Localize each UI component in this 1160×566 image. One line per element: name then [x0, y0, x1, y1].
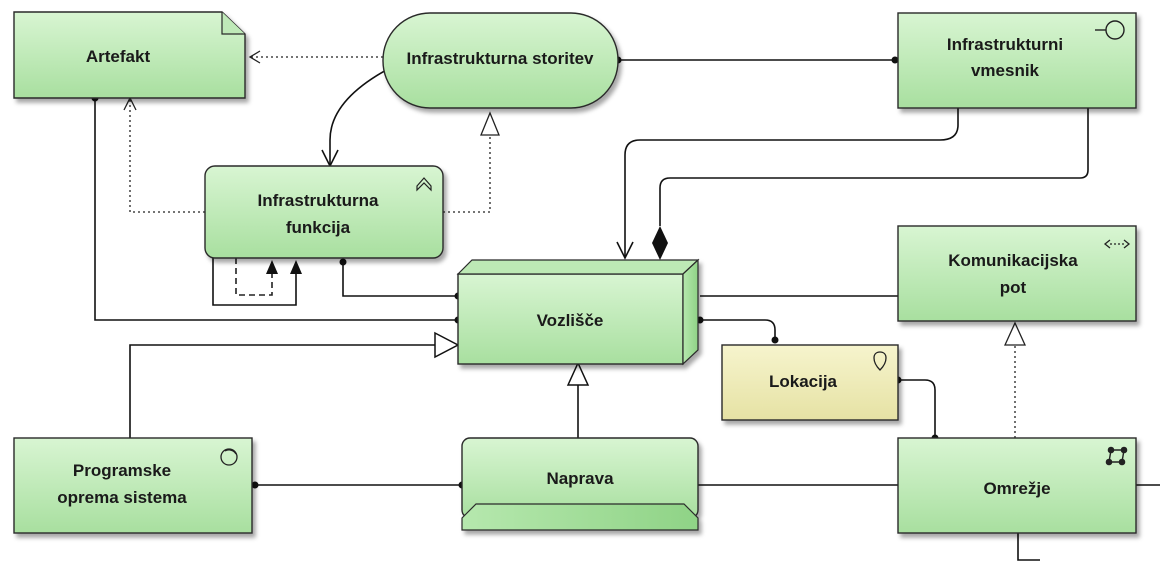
node-lokacija[interactable] [721, 344, 899, 421]
node-omrezje[interactable] [897, 437, 1137, 534]
location-pin-icon [873, 351, 887, 371]
arrowhead-realization [1003, 321, 1027, 346]
arrowhead-filled [290, 260, 302, 274]
conn-dot [771, 336, 779, 344]
node-komunikacijska-pot-label-1: Komunikacijska [948, 251, 1078, 270]
conn-funkcija-selfloop-2[interactable] [235, 258, 273, 296]
conn-omrezje-bottom[interactable] [1017, 530, 1040, 561]
interface-icon [1095, 20, 1125, 40]
conn-funkcija-storitev[interactable] [443, 135, 491, 213]
node-naprava-label: Naprava [546, 469, 614, 488]
conn-lokacija-omrezje[interactable] [898, 379, 936, 438]
node-komunikacijska-pot[interactable] [897, 225, 1137, 322]
node-infrastrukturni-vmesnik[interactable] [897, 12, 1137, 109]
conn-artefakt-vozlisce[interactable] [94, 98, 458, 321]
node-omrezje-label: Omrežje [983, 479, 1050, 498]
system-software-icon [220, 448, 238, 466]
node-infrastrukturna-storitev-label: Infrastrukturna storitev [406, 49, 594, 68]
arrowhead-open [248, 50, 261, 64]
conn-dot [251, 481, 259, 489]
node-infrastrukturna-funkcija[interactable] [204, 165, 444, 259]
arrowhead-open [616, 241, 634, 260]
conn-vozlisce-lokacija[interactable] [700, 319, 776, 340]
composition-diamond [652, 226, 668, 260]
node-infrastrukturna-funkcija-label-1: Infrastrukturna [258, 191, 379, 210]
arrowhead-specialization [434, 331, 460, 359]
node-naprava[interactable] [461, 437, 699, 531]
function-icon [416, 177, 432, 192]
arrowhead-specialization [566, 361, 590, 386]
conn-funkcija-vozlisce[interactable] [342, 262, 458, 297]
node-programska-oprema-label-1: Programske [73, 461, 171, 480]
node-programska-oprema-label-2: oprema sistema [57, 488, 187, 507]
node-infrastrukturna-funkcija-label-2: funkcija [286, 218, 351, 237]
node-programska-oprema[interactable] [13, 437, 253, 534]
arrowhead-open [123, 96, 137, 111]
conn-programska-vozlisce[interactable] [129, 344, 435, 438]
conn-funkcija-artefakt[interactable] [129, 100, 205, 213]
node-artefakt[interactable] [13, 11, 246, 99]
node-artefakt-label: Artefakt [86, 47, 151, 66]
network-icon [1105, 446, 1128, 466]
node-vozlisce[interactable] [456, 258, 700, 366]
conn-funkcija-selfloop-1[interactable] [212, 258, 297, 306]
node-infrastrukturna-storitev[interactable] [382, 12, 619, 109]
arrowhead-filled [266, 260, 278, 274]
conn-dot [891, 56, 899, 64]
node-vozlisce-label: Vozlišče [537, 311, 604, 330]
conn-dot [339, 258, 347, 266]
conn-vmesnik-vozlisce-1[interactable] [624, 108, 959, 258]
conn-storitev-funkcija[interactable] [329, 67, 391, 166]
arrowhead-realization [480, 111, 500, 136]
node-infrastrukturni-vmesnik-label-2: vmesnik [971, 61, 1040, 80]
node-lokacija-label: Lokacija [769, 372, 838, 391]
node-komunikacijska-pot-label-2: pot [1000, 278, 1027, 297]
node-infrastrukturni-vmesnik-label-1: Infrastrukturni [947, 35, 1063, 54]
communication-path-icon [1103, 239, 1131, 249]
conn-vmesnik-vozlisce-2[interactable] [659, 108, 1089, 226]
